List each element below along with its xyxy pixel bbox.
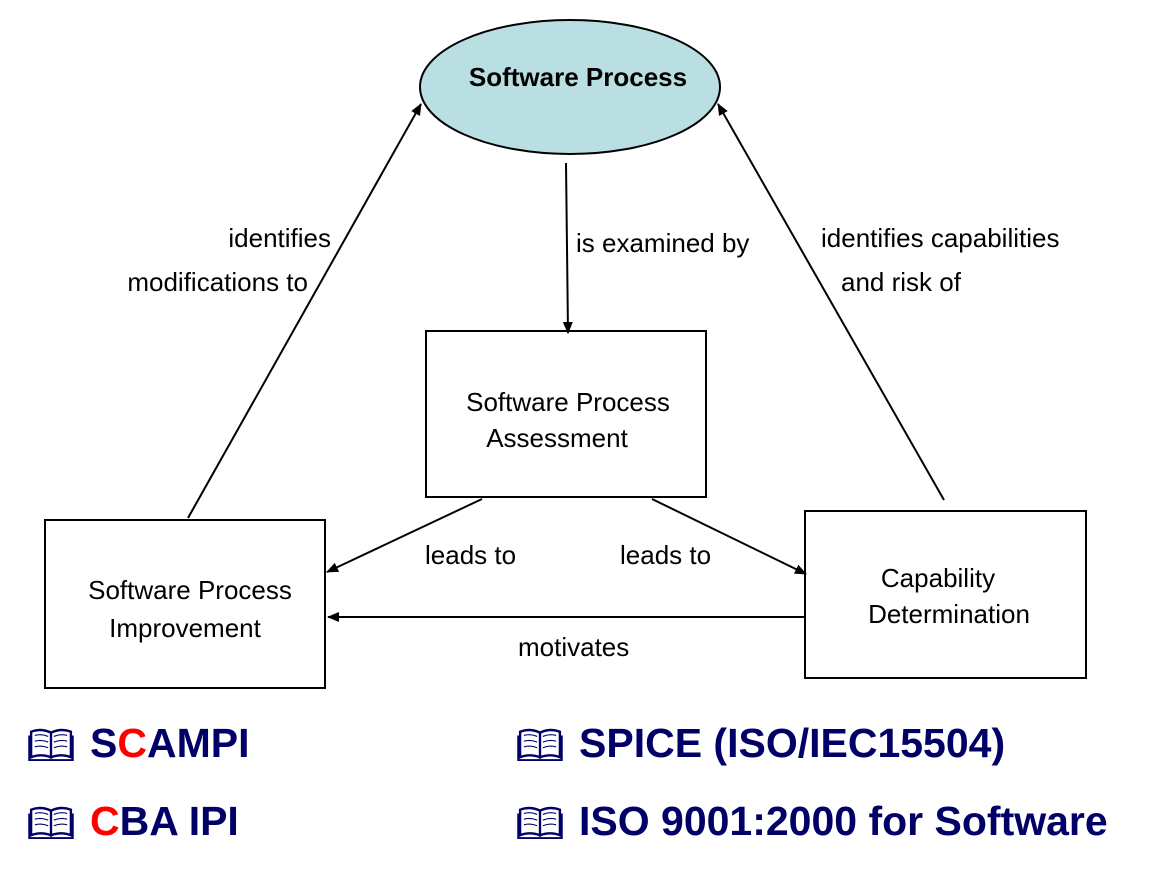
edge-label-identifies-1: identifies [228, 223, 331, 253]
spice-label: SPICE (ISO/IEC15504) [579, 720, 1006, 766]
improvement-label-1: Software Process [88, 575, 292, 605]
edge-label-leads-to-left: leads to [425, 540, 516, 570]
capability-label-1: Capability [881, 563, 995, 593]
scampi-c: C [117, 720, 147, 766]
arrow-identifies-capabilities [717, 103, 945, 501]
software-process-node [419, 19, 721, 155]
iso-label: ISO 9001:2000 for Software [579, 798, 1108, 844]
arrow-leads-to-right [651, 498, 807, 575]
edge-label-examined-by: is examined by [576, 228, 749, 258]
edge-label-identifies-2: modifications to [127, 267, 308, 297]
assessment-label-1: Software Process [466, 387, 670, 417]
software-process-label: Software Process [469, 62, 687, 92]
edge-label-capabilities-2: and risk of [841, 267, 962, 297]
edge-label-leads-to-right: leads to [620, 540, 711, 570]
assessment-node [425, 330, 707, 498]
reference-spice: SPICE (ISO/IEC15504) [515, 720, 1005, 767]
edge-label-motivates: motivates [518, 632, 629, 662]
book-icon [517, 728, 563, 761]
edge-label-capabilities-1: identifies capabilities [821, 223, 1059, 253]
improvement-node [44, 519, 326, 689]
assessment-label-2: Assessment [486, 423, 628, 453]
scampi-rest: AMPI [146, 720, 250, 766]
capability-node [804, 510, 1087, 679]
arrow-leads-to-left [326, 498, 483, 573]
book-icon [28, 806, 74, 839]
cba-rest: BA IPI [119, 798, 239, 844]
scampi-s: S [90, 720, 118, 766]
arrow-examined-by [562, 162, 573, 334]
improvement-label-2: Improvement [109, 613, 261, 643]
cba-c: C [90, 798, 120, 844]
book-icon [28, 728, 74, 761]
book-icon [517, 806, 563, 839]
capability-label-2: Determination [868, 599, 1030, 629]
reference-iso9001: ISO 9001:2000 for Software [515, 798, 1108, 845]
arrow-identifies-modifications [187, 103, 422, 519]
